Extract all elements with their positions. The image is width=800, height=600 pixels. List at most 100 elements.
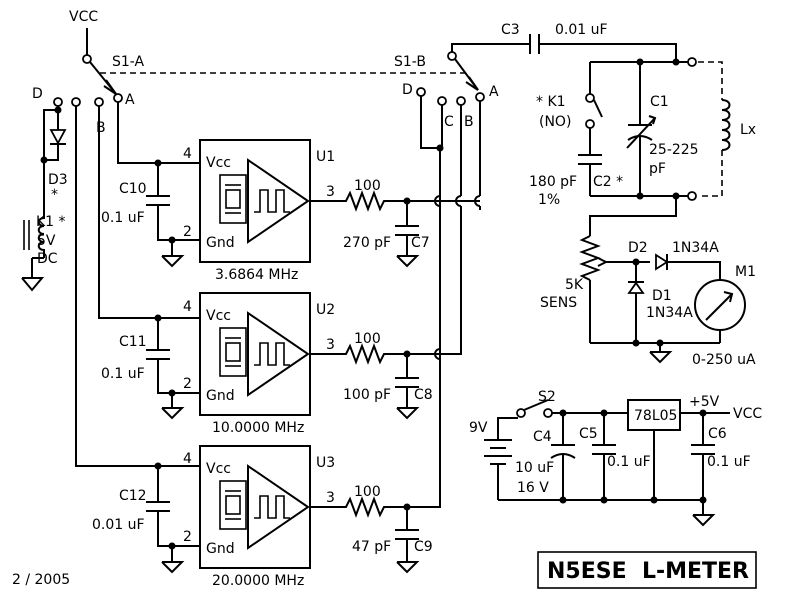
label-freq-u2: 10.0000 MHz xyxy=(212,420,304,436)
label-k1-contact: * K1 xyxy=(536,94,566,110)
c10-cap xyxy=(146,159,185,268)
label-r3: 100 xyxy=(354,484,381,500)
label-s1a-a: A xyxy=(125,92,135,108)
label-vcc-top: VCC xyxy=(69,9,98,25)
label-c2-val: 180 pF xyxy=(529,174,577,190)
label-u1-gnd: Gnd xyxy=(206,235,235,251)
label-d2: D2 xyxy=(628,240,648,256)
label-s2: S2 xyxy=(538,389,556,405)
label-c7-val: 270 pF xyxy=(343,235,391,251)
label-c1-unit: pF xyxy=(649,161,666,177)
label-u2-vcc: Vcc xyxy=(206,308,231,324)
label-c1: C1 xyxy=(650,94,669,110)
label-c5: C5 xyxy=(579,426,598,442)
label-d2-part: 1N34A xyxy=(672,240,719,256)
label-vcc-out: VCC xyxy=(733,406,762,422)
label-c10: C10 xyxy=(119,181,147,197)
label-u3-vcc: Vcc xyxy=(206,461,231,477)
label-sens: SENS xyxy=(540,295,577,311)
label-u1-pin3: 3 xyxy=(326,184,335,200)
label-k1-no: (NO) xyxy=(539,114,571,130)
r-c9-output xyxy=(340,148,441,574)
r-c8-output xyxy=(340,343,420,420)
label-date: 2 / 2005 xyxy=(12,572,70,588)
label-u1-vcc: Vcc xyxy=(206,155,231,171)
label-d1-part: 1N34A xyxy=(646,305,693,321)
label-k1-coil: K1 * xyxy=(36,214,66,230)
s1a-contacts xyxy=(53,93,123,107)
c11-cap xyxy=(146,314,185,420)
label-s1a: S1-A xyxy=(112,54,145,70)
k1-relay-coil xyxy=(21,210,45,292)
s1b-contacts xyxy=(416,51,485,106)
label-s1b: S1-B xyxy=(394,54,426,70)
label-s1a-b: B xyxy=(96,120,106,136)
label-c5-val: 0.1 uF xyxy=(607,454,651,470)
title-box xyxy=(537,551,757,589)
label-s1b-a: A xyxy=(489,84,499,100)
label-c2-tol: 1% xyxy=(538,192,560,208)
label-c7: C7 xyxy=(411,235,430,251)
label-freq-u1: 3.6864 MHz xyxy=(215,267,298,283)
label-c9-val: 47 pF xyxy=(352,539,391,555)
label-k1-dc: DC xyxy=(37,251,58,267)
label-s1b-b: B xyxy=(464,114,474,130)
label-u1-pin2: 2 xyxy=(183,224,192,240)
label-r1: 100 xyxy=(354,178,381,194)
power-supply xyxy=(484,399,730,527)
label-c4-val: 10 uF xyxy=(515,460,554,476)
label-d3-star: * xyxy=(51,187,58,203)
label-s1b-d: D xyxy=(402,82,413,98)
label-c6: C6 xyxy=(708,426,727,442)
label-plus5v: +5V xyxy=(689,394,720,410)
label-u2-gnd: Gnd xyxy=(206,388,235,404)
label-c3-val: 0.01 uF xyxy=(555,22,608,38)
label-u3: U3 xyxy=(316,455,335,471)
label-c8: C8 xyxy=(414,387,433,403)
oscillator-u3 xyxy=(160,445,340,569)
label-u2-pin4: 4 xyxy=(183,299,192,315)
label-u3-pin4: 4 xyxy=(183,451,192,467)
label-lx: Lx xyxy=(740,122,756,138)
label-u3-gnd: Gnd xyxy=(206,541,235,557)
label-k1-volt: 5V xyxy=(37,233,56,249)
label-sens-val: 5K xyxy=(565,277,584,293)
label-u2: U2 xyxy=(316,302,335,318)
label-c1-val: 25-225 xyxy=(649,142,699,158)
label-u2-pin2: 2 xyxy=(183,376,192,392)
detector-circuit xyxy=(579,196,746,364)
label-u2-pin3: 3 xyxy=(326,337,335,353)
label-u3-pin3: 3 xyxy=(326,490,335,506)
c12-cap xyxy=(146,462,185,574)
label-c11-val: 0.1 uF xyxy=(101,366,145,382)
title-text: N5ESE L-METER xyxy=(547,559,749,584)
label-c11: C11 xyxy=(119,334,147,350)
label-s1a-d: D xyxy=(32,86,43,102)
label-r2: 100 xyxy=(354,331,381,347)
label-c2: C2 * xyxy=(593,174,623,190)
tank-circuit xyxy=(578,57,731,201)
label-battery: 9V xyxy=(469,420,488,436)
label-c8-val: 100 pF xyxy=(343,387,391,403)
label-c9: C9 xyxy=(414,539,433,555)
label-u3-pin2: 2 xyxy=(183,529,192,545)
label-u1: U1 xyxy=(316,149,335,165)
label-c3: C3 xyxy=(501,22,520,38)
oscillator-u2 xyxy=(160,292,340,416)
label-c12-val: 0.01 uF xyxy=(92,517,145,533)
label-c4-volt: 16 V xyxy=(517,480,549,496)
label-c12: C12 xyxy=(119,488,147,504)
label-meter-range: 0-250 uA xyxy=(692,352,756,368)
d3-diode xyxy=(40,106,67,164)
label-c4: C4 xyxy=(533,429,552,445)
label-d3: D3 xyxy=(48,172,68,188)
label-regulator: 78L05 xyxy=(634,408,677,424)
label-s1b-c: C xyxy=(444,114,454,130)
label-c6-val: 0.1 uF xyxy=(707,454,751,470)
label-m1: M1 xyxy=(735,264,756,280)
oscillator-u1 xyxy=(160,139,340,263)
r-c7-output xyxy=(340,190,460,268)
label-u1-pin4: 4 xyxy=(183,146,192,162)
